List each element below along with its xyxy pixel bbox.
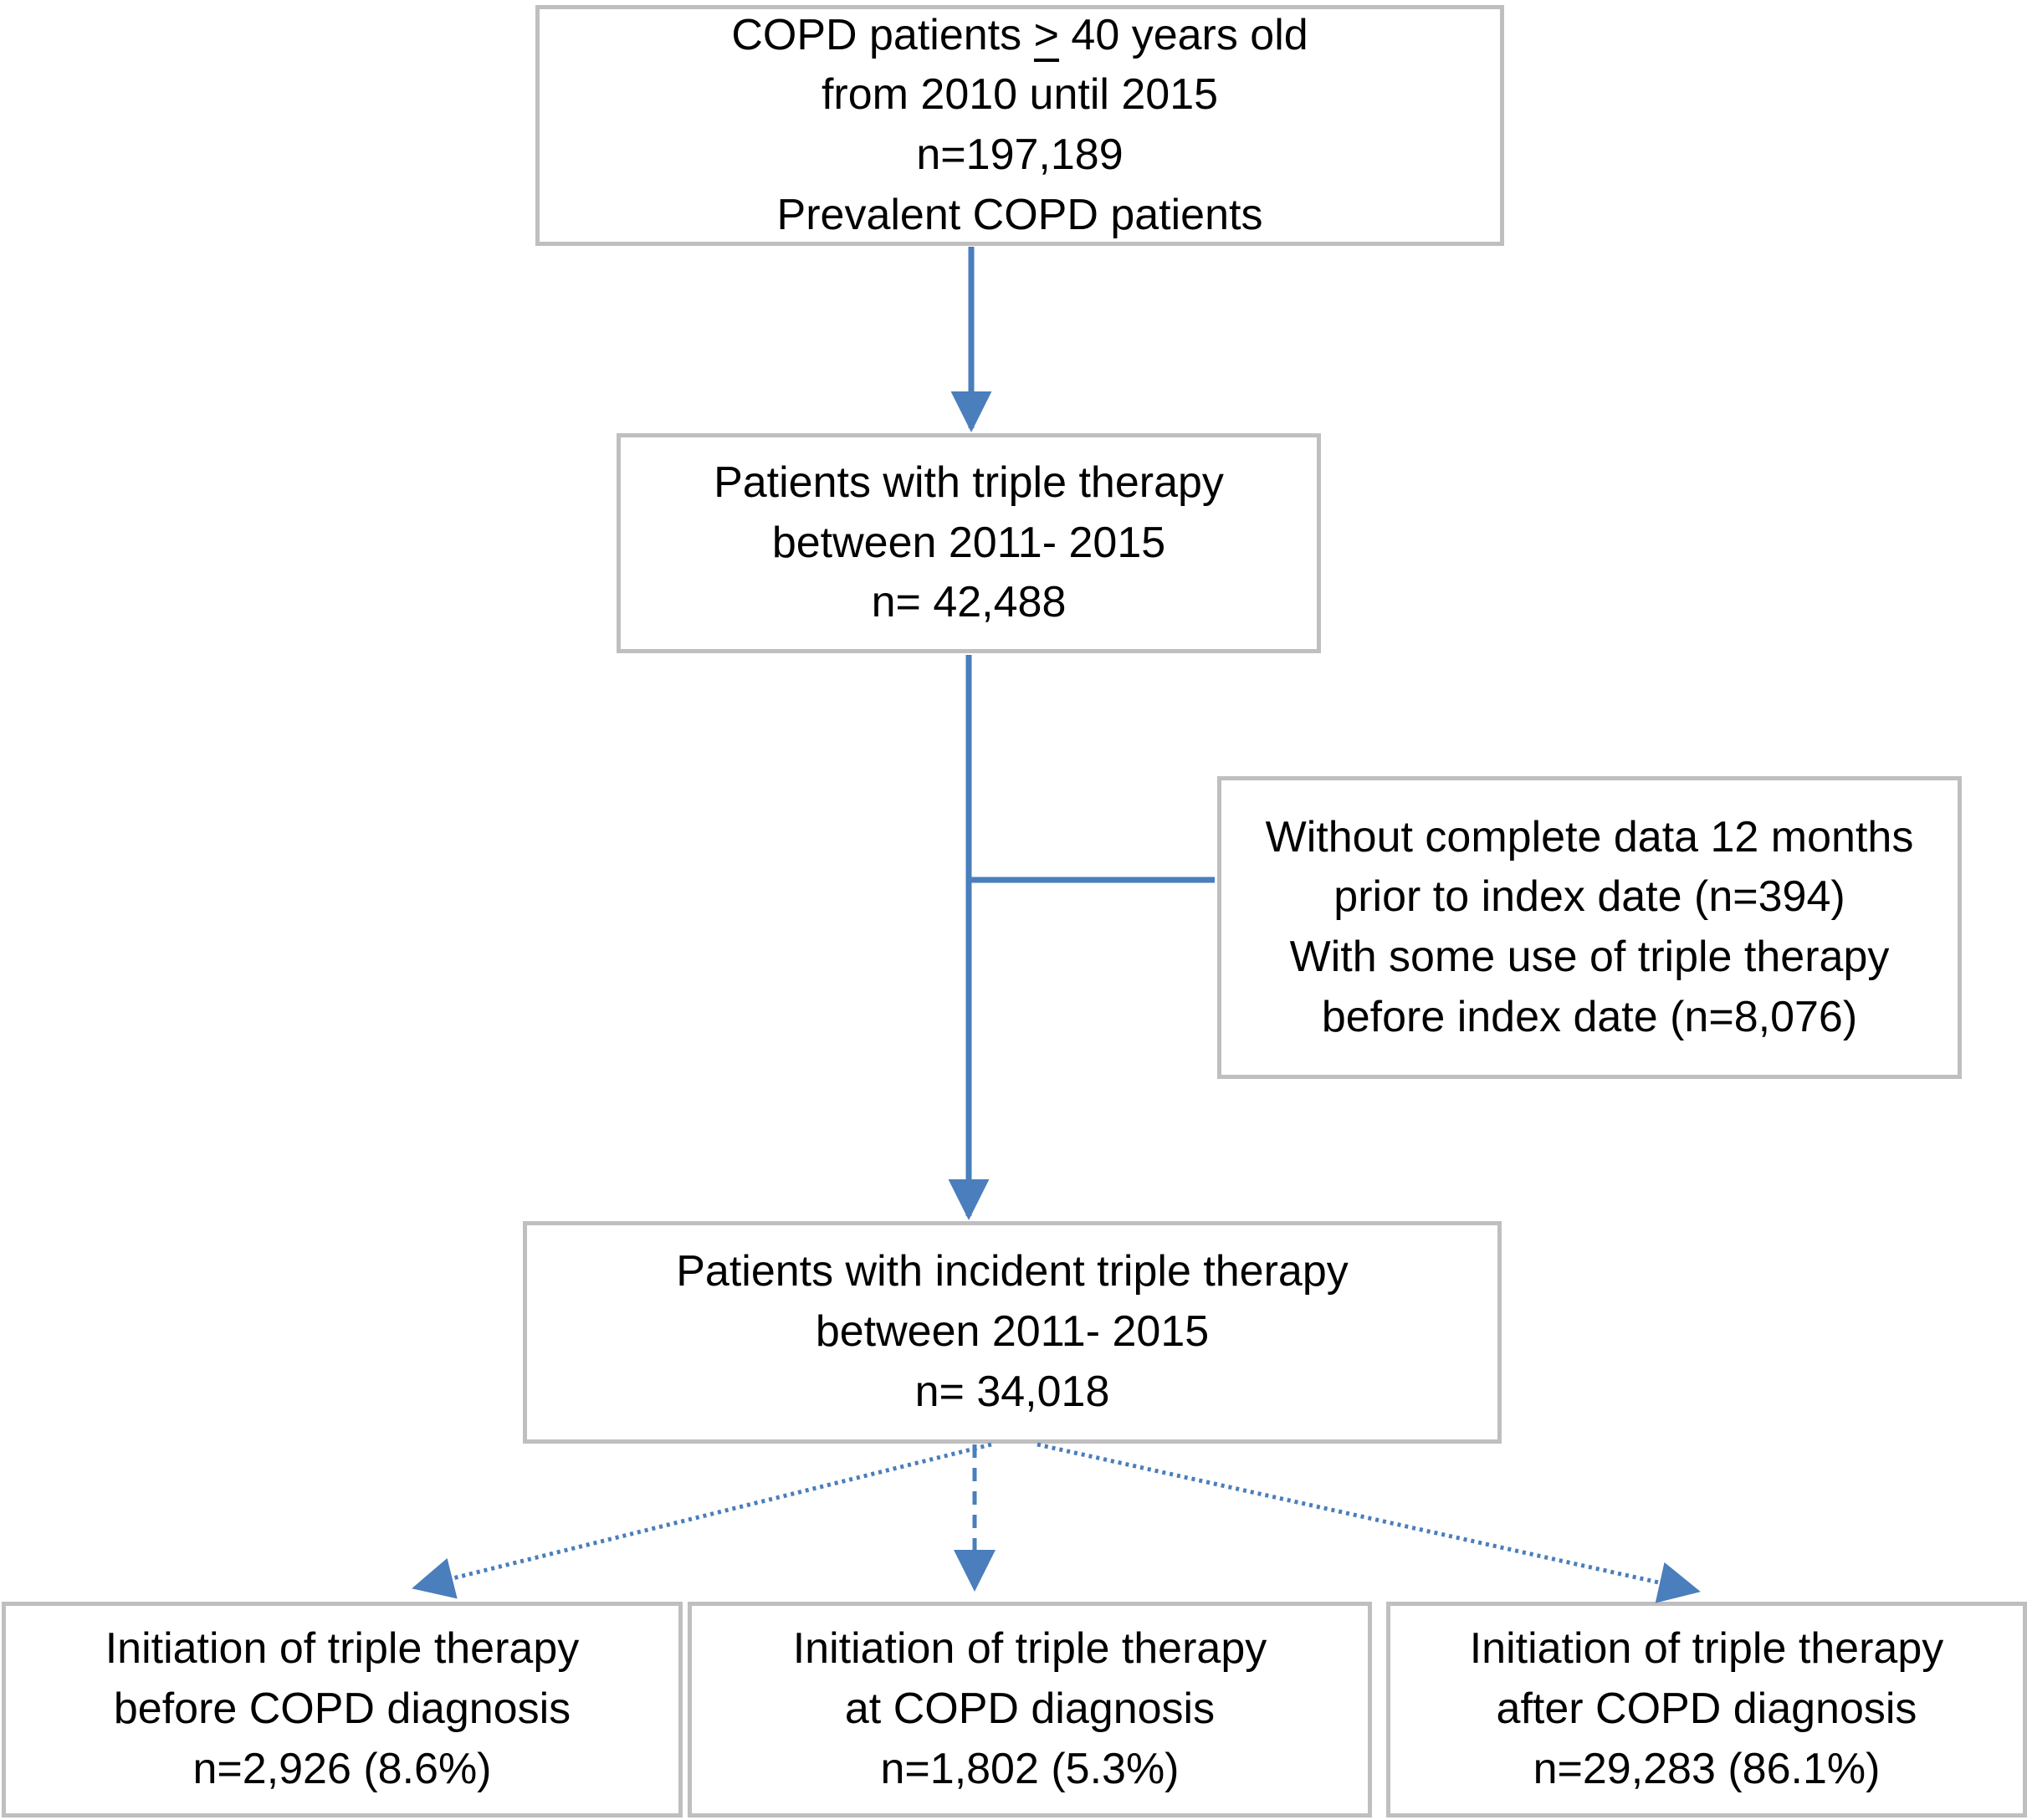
box-initiation-before-diagnosis: Initiation of triple therapy before COPD…: [2, 1602, 683, 1817]
box-line: at COPD diagnosis: [844, 1685, 1216, 1734]
box-line: n=2,926 (8.6%): [192, 1744, 492, 1793]
box-incident-triple-therapy: Patients with incident triple therapy be…: [523, 1221, 1502, 1444]
box-line: n= 34,018: [914, 1367, 1110, 1416]
box-line: COPD patients > 40 years old: [731, 6, 1308, 66]
box-prevalent-copd: COPD patients > 40 years old from 2010 u…: [535, 5, 1504, 246]
box-line: Initiation of triple therapy: [792, 1624, 1267, 1674]
box-line: between 2011- 2015: [771, 518, 1166, 567]
box-line: n=1,802 (5.3%): [880, 1744, 1180, 1793]
box-line: Prevalent COPD patients: [776, 190, 1263, 239]
box-line: n=29,283 (86.1%): [1533, 1744, 1881, 1793]
box-line: Patients with triple therapy: [714, 458, 1224, 507]
box-line: between 2011- 2015: [815, 1307, 1210, 1357]
box-initiation-after-diagnosis: Initiation of triple therapy after COPD …: [1386, 1602, 2027, 1817]
box-line: n=197,189: [916, 130, 1124, 179]
box-line: from 2010 until 2015: [821, 70, 1219, 120]
box-line: n= 42,488: [871, 578, 1067, 627]
box-initiation-at-diagnosis: Initiation of triple therapy at COPD dia…: [688, 1602, 1372, 1817]
box-line: Patients with incident triple therapy: [676, 1247, 1349, 1296]
box-triple-therapy: Patients with triple therapy between 201…: [617, 433, 1321, 653]
box-line: Initiation of triple therapy: [105, 1624, 580, 1674]
arrow-incident-to-before: [412, 1442, 992, 1599]
box-line: before index date (n=8,076): [1321, 992, 1858, 1041]
box-line: prior to index date (n=394): [1333, 872, 1845, 922]
box-line: Initiation of triple therapy: [1469, 1624, 1944, 1674]
arrow-incident-to-after: [1037, 1442, 1701, 1603]
greater-equal-symbol: >: [1033, 12, 1059, 63]
box-line: Without complete data 12 months: [1265, 812, 1914, 861]
box-line: after COPD diagnosis: [1496, 1685, 1917, 1734]
box-line: With some use of triple therapy: [1289, 933, 1890, 981]
box-line: before COPD diagnosis: [113, 1685, 571, 1734]
box-exclusion-criteria: Without complete data 12 months prior to…: [1217, 776, 1962, 1079]
